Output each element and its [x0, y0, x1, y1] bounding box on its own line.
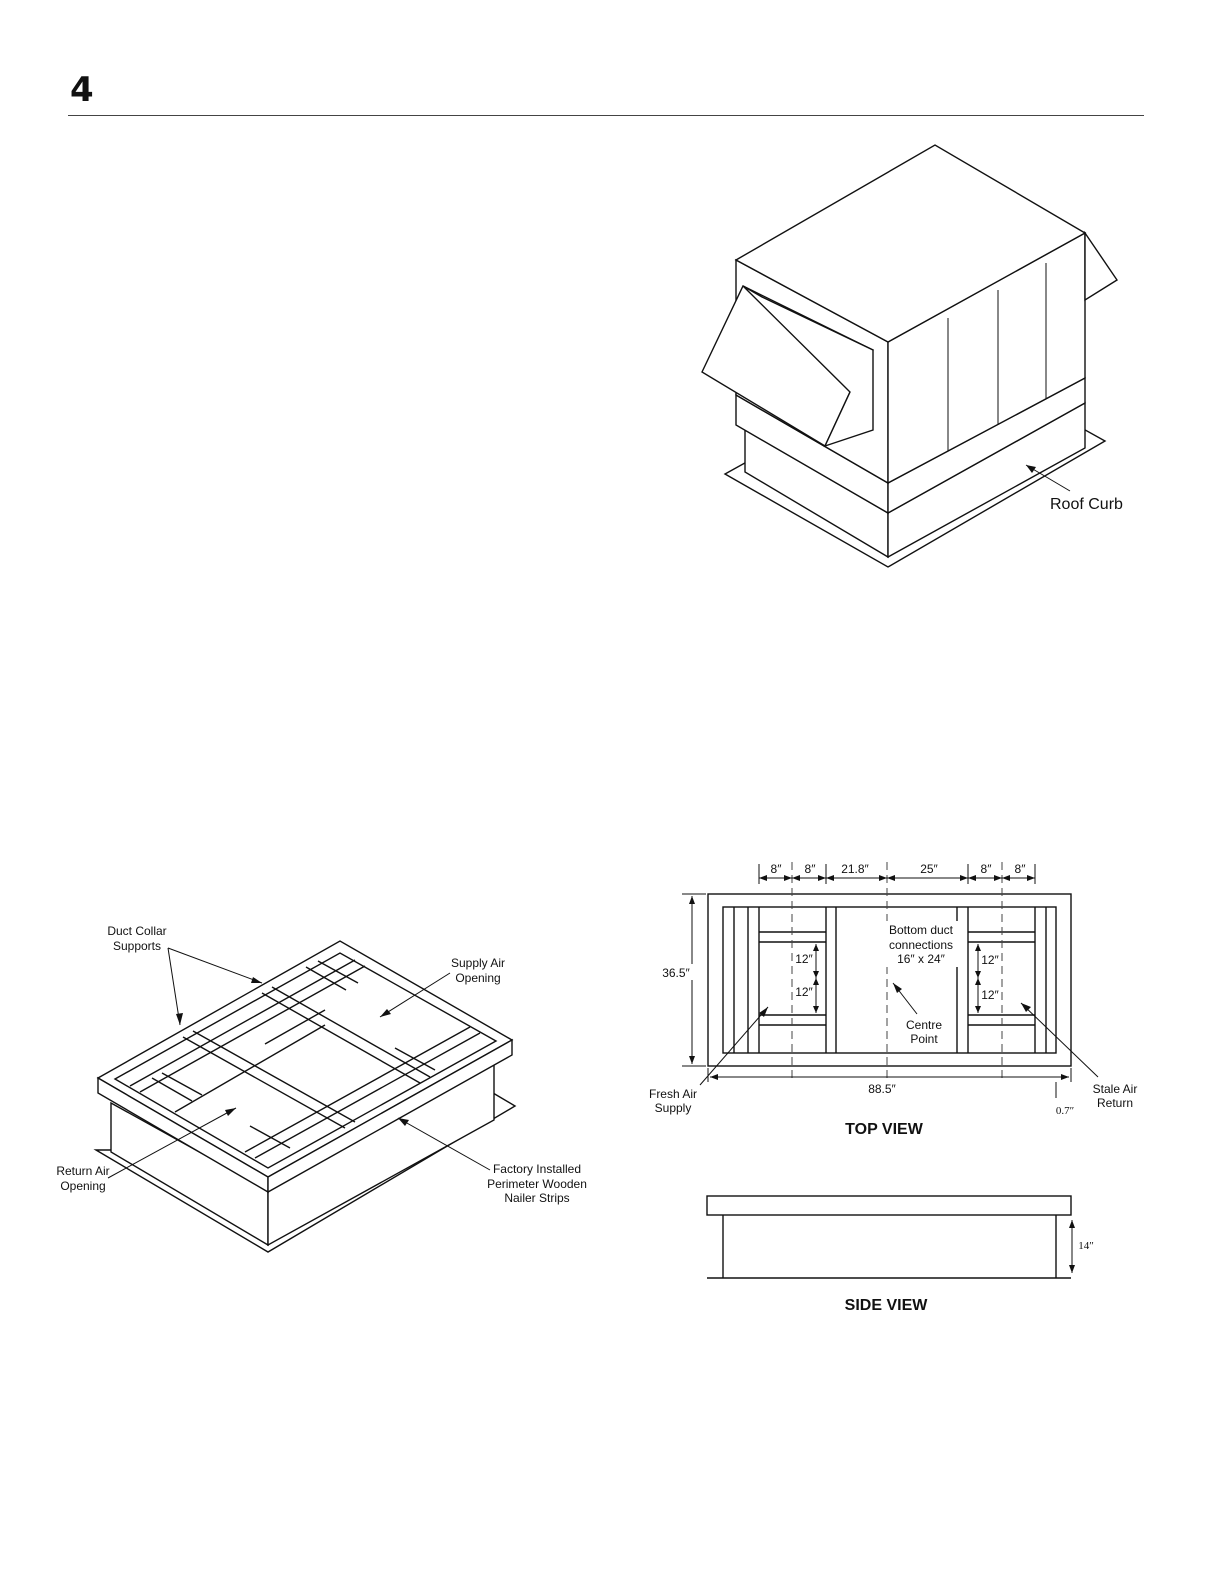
side-view-outline [707, 1196, 1071, 1278]
side-view-title: SIDE VIEW [845, 1297, 929, 1314]
side-height-dimension: 14″ [1069, 1220, 1094, 1273]
dim-side-height: 14″ [1078, 1240, 1094, 1252]
